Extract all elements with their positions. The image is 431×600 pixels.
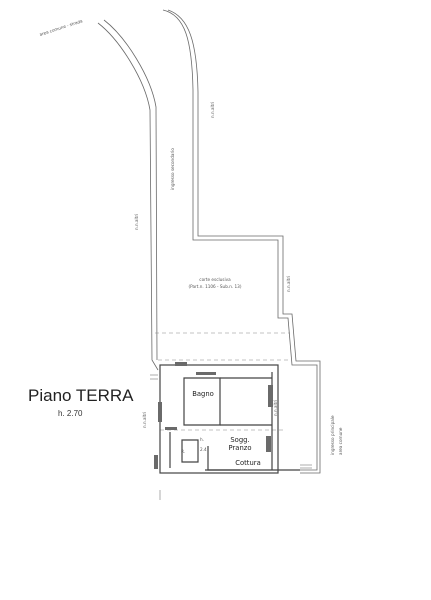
- floor-title: Piano TERRA: [28, 386, 134, 405]
- bathroom-label: Bagno: [192, 390, 214, 398]
- courtyard-label: corte esclusiva: [199, 277, 231, 282]
- street-label: area comune - strada: [39, 18, 84, 37]
- ceiling-height-label: h. 2.70: [58, 409, 83, 418]
- building-walls: [159, 364, 300, 474]
- kitchen-label: Cottura: [235, 459, 261, 467]
- step-details: [150, 374, 312, 500]
- secondary-entrance-label: ingresso secondario: [170, 148, 175, 190]
- room-r-label: R.: [181, 449, 185, 454]
- boundary-label-lower-mid: n.n.altri: [273, 400, 278, 416]
- common-area-label: area comune: [338, 427, 343, 455]
- boundary-label-lower-left: n.n.altri: [142, 412, 147, 428]
- parcel-label: (Part.n. 1106 - Sub.n. 13): [189, 284, 242, 289]
- boundary-label-top-right: n.n.altri: [210, 102, 215, 118]
- property-boundary: [97, 9, 321, 474]
- wall-hatching: [154, 362, 273, 469]
- courtyard-dashed-line: [155, 332, 290, 431]
- main-entrance-label: ingresso principale: [330, 415, 335, 455]
- boundary-label-mid-right: n.n.altri: [286, 276, 291, 292]
- boundary-label-left: n.n.altri: [134, 214, 139, 230]
- dimension-label-2: 2.4: [200, 447, 207, 452]
- dimension-label-1: h.: [200, 437, 204, 442]
- living-label-line1: Sogg.: [230, 436, 249, 444]
- living-label-line2: Pranzo: [229, 444, 252, 452]
